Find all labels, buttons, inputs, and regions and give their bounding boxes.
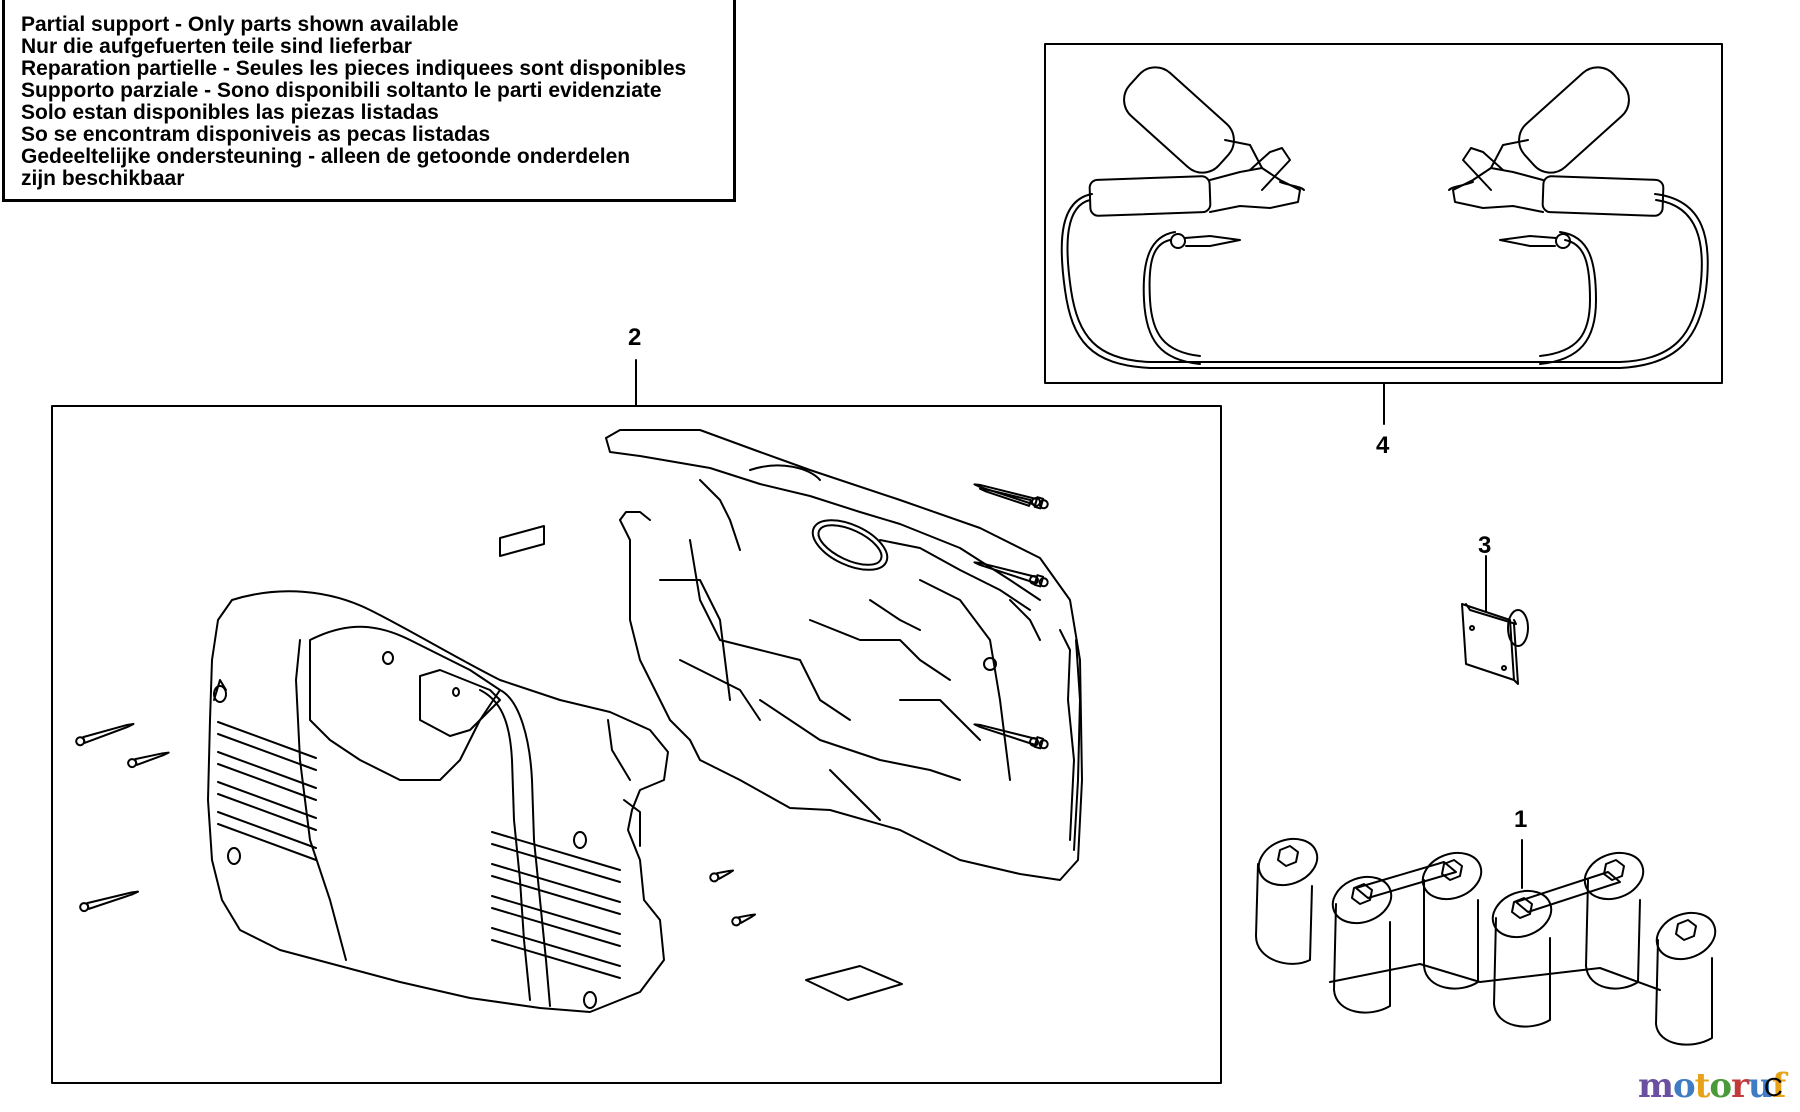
- watermark-logo: motoruf: [1638, 1066, 1787, 1106]
- housing-screws: [75, 483, 1049, 927]
- callout-3: 3: [1478, 532, 1492, 559]
- notice-line-es: Solo estan disponibles las piezas listad…: [21, 101, 439, 124]
- part-3-circuit-board: [1461, 555, 1529, 685]
- watermark-letter: f: [1771, 1066, 1787, 1106]
- callout-2: 2: [628, 324, 642, 351]
- battery-cells: [1255, 837, 1717, 1046]
- ring-terminals: [1170, 233, 1571, 249]
- front-housing-shell: [207, 590, 669, 1013]
- notice-line-it: Supporto parziale - Sono disponibili sol…: [21, 79, 662, 102]
- part-2-housing: [51, 359, 1222, 1084]
- part-1-battery-pack: [1255, 837, 1717, 1046]
- callout-4: 4: [1376, 432, 1390, 459]
- watermark-letter: o: [1709, 1066, 1732, 1106]
- corner-mark: C: [1764, 1072, 1783, 1102]
- notice-line-pt: So se encontram disponiveis as pecas lis…: [21, 123, 491, 146]
- notice-line-en: Partial support - Only parts shown avail…: [21, 13, 459, 36]
- label-plate-top: [499, 525, 545, 557]
- right-grill: [491, 831, 621, 979]
- notice-line-fr: Reparation partielle - Seules les pieces…: [21, 57, 687, 80]
- notice-line-de: Nur die aufgefuerten teile sind lieferba…: [21, 35, 412, 58]
- cable-inner: [1142, 231, 1201, 365]
- label-plate-bottom: [805, 965, 903, 1001]
- part-4-jumper-cables: [1044, 43, 1723, 425]
- partial-support-notice: Partial support - Only parts shown avail…: [2, 0, 736, 202]
- left-grill: [217, 721, 317, 861]
- callout-1: 1: [1514, 806, 1528, 833]
- back-housing-shell: [605, 429, 1083, 881]
- left-clamp: [1088, 66, 1305, 217]
- watermark-letter: o: [1672, 1066, 1696, 1106]
- notice-line-nl-2: zijn beschikbaar: [21, 167, 185, 190]
- watermark-letter: r: [1731, 1066, 1749, 1106]
- watermark-letter: m: [1638, 1066, 1674, 1106]
- notice-line-nl-1: Gedeeltelijke ondersteuning - alleen de …: [21, 145, 631, 168]
- cable-outer: [1060, 193, 1709, 369]
- right-clamp: [1448, 66, 1665, 217]
- watermark-letter: u: [1748, 1066, 1773, 1106]
- watermark-letter: t: [1694, 1066, 1711, 1106]
